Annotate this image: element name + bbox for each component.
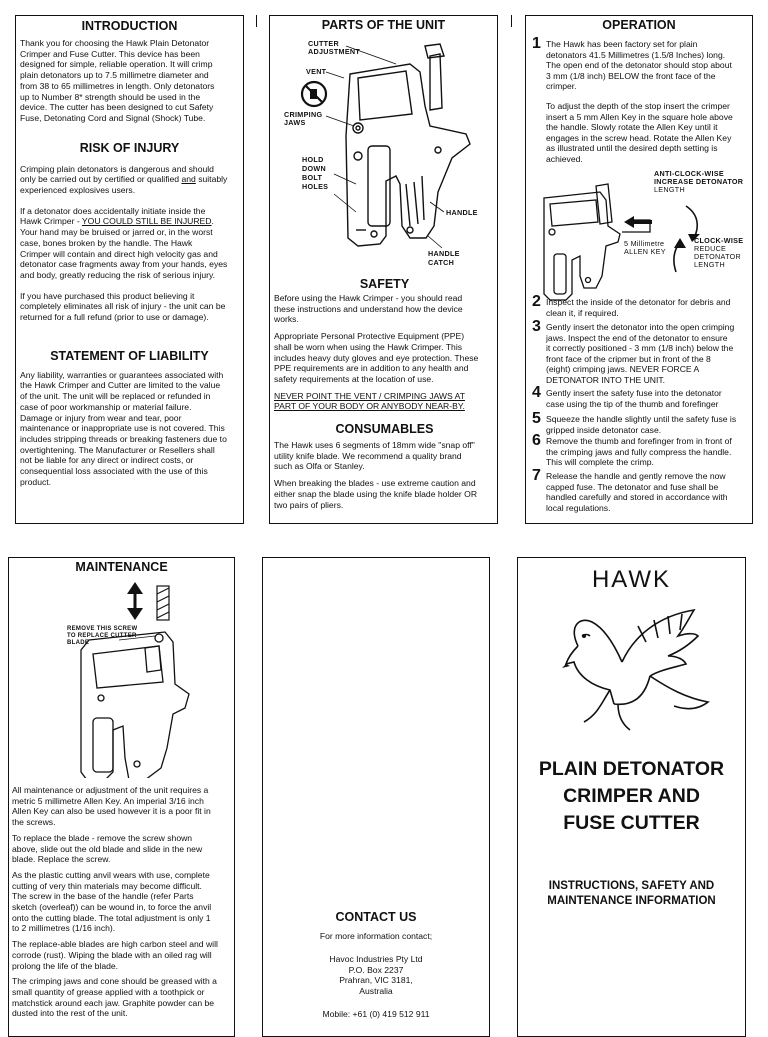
fold-mark [511, 15, 512, 27]
blade-replacement-drawing [80, 582, 190, 778]
hawk-logo-icon [562, 608, 710, 731]
step-number-4: 4 [532, 384, 541, 401]
contact-intro: For more information contact; [319, 931, 433, 941]
contact-heading: CONTACT US [335, 910, 417, 924]
up-down-arrow-icon [127, 582, 143, 620]
clockwise-label: CLOCK-WISE [694, 236, 744, 245]
maintenance-heading: MAINTENANCE [75, 560, 168, 574]
risk-paragraph-1: Crimping plain detonators is dangerous a… [20, 163, 228, 196]
step-number-6: 6 [532, 432, 541, 449]
step-2-text: Inspect the inside of the detonator for … [546, 297, 731, 318]
parts-panel: PARTS OF THE UNIT CUTTER ADJUSTMENT VENT… [269, 15, 498, 524]
blade-icon [156, 585, 170, 621]
length-label: LENGTH [654, 185, 685, 194]
maintenance-paragraph-2: To replace the blade - remove the screw … [12, 832, 203, 865]
step-number-2: 2 [532, 293, 541, 310]
fold-mark [256, 15, 257, 27]
step-7-text: Release the handle and gently remove the… [546, 471, 728, 513]
maintenance-paragraph-3: As the plastic cutting anvil wears with … [12, 869, 212, 934]
step-number-5: 5 [532, 410, 541, 427]
consumables-paragraph-1: The Hawk uses 6 segments of 18mm wide "s… [274, 440, 475, 472]
consumables-paragraph-2: When breaking the blades - use extreme c… [274, 478, 478, 510]
hold-down-bolt-holes-label: HOLD DOWN BOLT HOLES [302, 155, 329, 191]
liability-text: Any liability, warranties or guarantees … [20, 369, 227, 487]
maintenance-paragraph-1: All maintenance or adjustment of the uni… [12, 785, 211, 828]
contact-address: Havoc Industries Pty Ltd P.O. Box 2237 P… [329, 954, 423, 997]
cover-panel: HAWK PLAIN DETONATOR CRIMPER AND FUSE CU… [517, 557, 746, 1037]
cutter-adjustment-label: CUTTER ADJUSTMENT [308, 39, 361, 57]
maintenance-paragraph-4: The replace-able blades are high carbon … [12, 939, 218, 971]
brand-name: HAWK [591, 566, 672, 593]
step-1-text: The Hawk has been factory set for plain … [546, 39, 732, 92]
operation-heading: OPERATION [602, 18, 676, 32]
risk-paragraph-2: If a detonator does accidentally initiat… [20, 205, 228, 280]
introduction-text: Thank you for choosing the Hawk Plain De… [20, 38, 215, 123]
allen-key-label: 5 Millimetre ALLEN KEY [624, 239, 666, 257]
contact-mobile: Mobile: +61 (0) 419 512 911 [322, 1009, 430, 1019]
handle-catch-label: HANDLE CATCH [428, 249, 460, 267]
step-4-text: Gently insert the safety fuse into the d… [546, 388, 722, 409]
liability-heading: STATEMENT OF LIABILITY [50, 348, 209, 363]
safety-paragraph-2: Appropriate Personal Protective Equipmen… [274, 331, 479, 384]
product-title: PLAIN DETONATOR CRIMPER AND FUSE CUTTER [538, 758, 725, 834]
step-6-text: Remove the thumb and forefinger from in … [546, 436, 732, 468]
step-5-text: Squeeze the handle slightly until the sa… [546, 414, 737, 435]
safety-warning: NEVER POINT THE VENT / CRIMPING JAWS AT … [274, 390, 465, 412]
consumables-heading: CONSUMABLES [335, 422, 434, 437]
introduction-panel: INTRODUCTION Thank you for choosing the … [15, 15, 244, 524]
parts-heading: PARTS OF THE UNIT [321, 18, 446, 32]
vent-label: VENT [306, 67, 327, 76]
step-1-adjust-text: To adjust the depth of the stop insert t… [546, 101, 733, 164]
product-subtitle: INSTRUCTIONS, SAFETY AND MAINTENANCE INF… [547, 880, 716, 907]
step-number-1: 1 [532, 35, 541, 52]
no-pointing-icon [300, 80, 328, 108]
anti-clockwise-label: ANTI-CLOCK-WISE [654, 169, 724, 178]
crimping-jaws-label: CRIMPING JAWS [284, 110, 323, 128]
risk-paragraph-3: If you have purchased this product belie… [20, 290, 226, 323]
step-3-text: Gently insert the detonator into the ope… [546, 322, 735, 385]
step-number-3: 3 [532, 318, 541, 335]
increase-detonator-label: INCREASE DETONATOR [654, 177, 744, 186]
crimper-parts-drawing [300, 43, 471, 249]
allen-key-adjustment-drawing [543, 183, 700, 301]
introduction-heading: INTRODUCTION [81, 19, 178, 33]
maintenance-panel: MAINTENANCE REMOVE THIS SCREW TO REPLACE… [8, 557, 235, 1037]
safety-heading: SAFETY [359, 277, 410, 291]
operation-panel: OPERATION 1 The Hawk has been factory se… [525, 15, 753, 524]
safety-paragraph-1: Before using the Hawk Crimper - you shou… [274, 293, 463, 325]
risk-heading: RISK OF INJURY [79, 140, 180, 155]
contact-panel: CONTACT US For more information contact;… [262, 557, 490, 1037]
reduce-detonator-label: REDUCE DETONATOR LENGTH [694, 244, 742, 270]
handle-label: HANDLE [446, 208, 478, 217]
maintenance-paragraph-5: The crimping jaws and cone should be gre… [12, 976, 217, 1019]
step-number-7: 7 [532, 467, 541, 484]
